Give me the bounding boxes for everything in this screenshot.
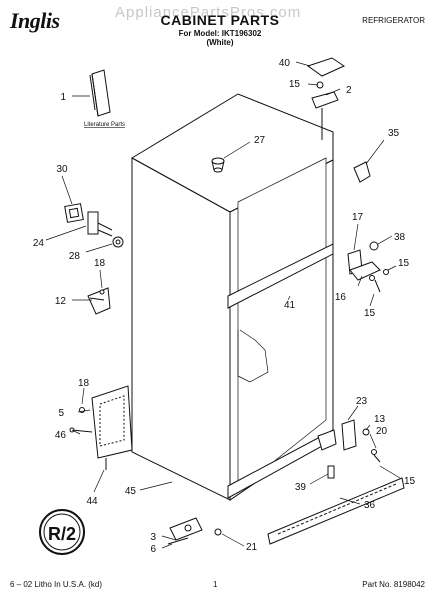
callout-36: 36	[364, 500, 376, 511]
callout-18-upper: 18	[94, 258, 106, 269]
callout-30: 30	[56, 164, 68, 175]
callout-28: 28	[69, 251, 81, 262]
badge-text: R/2	[48, 524, 76, 544]
left-bracket	[69, 385, 133, 470]
page-title: CABINET PARTS	[160, 12, 280, 28]
handle-parts	[64, 203, 124, 248]
part-number: Part No. 8198042	[362, 580, 425, 589]
top-hinge	[306, 57, 346, 140]
callout-15-top: 15	[289, 79, 301, 90]
watermark: AppliancePartsPros.com	[115, 4, 302, 21]
roller-assembly	[167, 517, 222, 545]
callout-3: 3	[150, 532, 156, 543]
toe-grille	[267, 477, 405, 545]
callout-27: 27	[254, 135, 266, 146]
cabinet	[130, 93, 334, 501]
callout-45: 45	[125, 486, 137, 497]
callout-12: 12	[55, 296, 67, 307]
callout-24: 24	[33, 238, 45, 249]
callout-18-left: 18	[78, 378, 90, 389]
middle-hinge	[347, 241, 389, 293]
callout-40: 40	[279, 58, 291, 69]
callout-46: 46	[55, 430, 67, 441]
callout-1: 1	[60, 92, 66, 103]
r2-badge	[39, 509, 85, 555]
literature-label: Literature Parts	[84, 122, 125, 128]
callout-44: 44	[86, 496, 98, 507]
category-label: REFRIGERATOR	[362, 16, 425, 25]
part-12-bracket	[87, 287, 111, 315]
callout-5: 5	[58, 408, 64, 419]
part-27	[211, 157, 225, 173]
callout-23: 23	[356, 396, 368, 407]
model-line: For Model: IKT196302	[178, 29, 262, 38]
color-line: (White)	[206, 38, 234, 47]
callout-38: 38	[394, 232, 406, 243]
callout-15-middle: 15	[398, 258, 410, 269]
print-info: 6 – 02 Litho In U.S.A. (kd)	[10, 580, 103, 589]
part-35	[353, 161, 371, 183]
callout-35: 35	[388, 128, 400, 139]
callout-15-bottom: 15	[404, 476, 416, 487]
callout-17: 17	[352, 212, 364, 223]
literature-booklet	[89, 69, 111, 117]
callout-6: 6	[150, 544, 156, 555]
page-number: 1	[213, 580, 218, 589]
callout-39: 39	[295, 482, 307, 493]
callout-2: 2	[346, 85, 352, 96]
brand-logo: Inglis	[10, 8, 60, 33]
callout-13: 13	[374, 414, 386, 425]
callout-16: 16	[335, 292, 347, 303]
callout-41: 41	[284, 300, 296, 311]
bottom-hinge	[317, 419, 381, 479]
callout-20: 20	[376, 426, 388, 437]
callout-21: 21	[246, 542, 258, 553]
callout-15-lower: 15	[364, 308, 376, 319]
